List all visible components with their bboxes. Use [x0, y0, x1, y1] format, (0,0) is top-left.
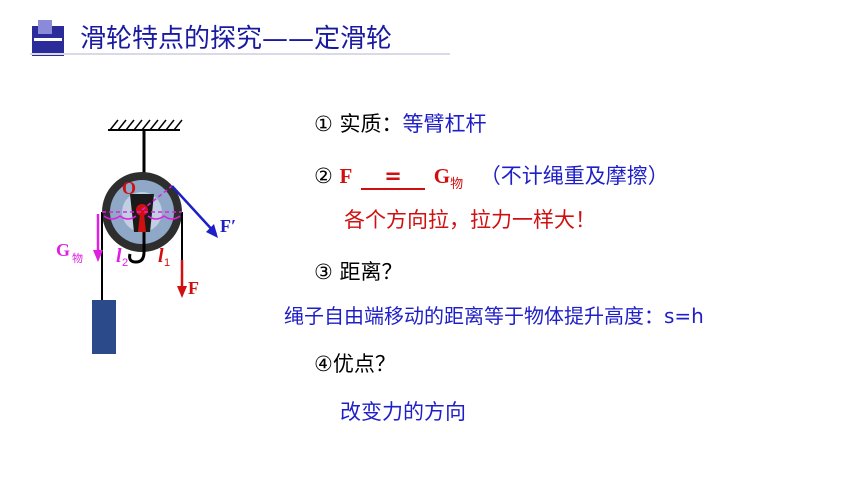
- item-2-left: F: [339, 164, 353, 188]
- item-4-answer: 改变力的方向: [340, 400, 466, 424]
- page-title: 滑轮特点的探究——定滑轮: [80, 24, 393, 54]
- item-2-right-sub: 物: [450, 177, 464, 193]
- item-4-number: ④: [314, 352, 333, 376]
- item-1-number: ①: [314, 112, 333, 136]
- arm-label-l1: l: [158, 245, 164, 267]
- item-1-value: 等臂杠杆: [402, 112, 487, 136]
- pivot-label-o: O: [122, 178, 136, 198]
- arm-label-l2-sub: 2: [122, 257, 128, 269]
- fixed-pulley-diagram: O F′ F G 物 l 2 l 1: [56, 119, 236, 354]
- item-2-number: ②: [314, 164, 333, 188]
- weight-label-g-sub: 物: [72, 251, 83, 265]
- title-bullet-icon: [32, 20, 64, 56]
- item-3-label: 距离？: [339, 260, 403, 284]
- item-3-number: ③: [314, 260, 333, 284]
- force-label-f-prime: F′: [220, 216, 236, 236]
- item-1: ① 实质：等臂杠杆: [314, 108, 487, 138]
- item-2: ② F = G物 （不计绳重及摩擦）: [314, 160, 669, 192]
- item-1-label: 实质：: [339, 112, 403, 136]
- item-3-answer: 绳子自由端移动的距离等于物体提升高度：s=h: [284, 304, 704, 328]
- title-bar: 滑轮特点的探究——定滑轮: [30, 16, 460, 56]
- item-2-right: G: [433, 164, 451, 188]
- weight-label-g: G: [56, 240, 70, 260]
- item-2-note: （不计绳重及摩擦）: [479, 164, 669, 188]
- item-2-op: =: [361, 164, 426, 190]
- item-2-line2: 各个方向拉，拉力一样大！: [344, 208, 596, 232]
- title-divider: [30, 53, 450, 55]
- arm-label-l1-sub: 1: [164, 257, 170, 269]
- item-4-label: 优点？: [332, 352, 396, 376]
- item-3: ③ 距离？: [314, 256, 403, 286]
- item-4: ④优点？: [314, 348, 396, 378]
- arm-label-l2: l: [116, 245, 122, 267]
- force-label-f: F: [188, 278, 199, 298]
